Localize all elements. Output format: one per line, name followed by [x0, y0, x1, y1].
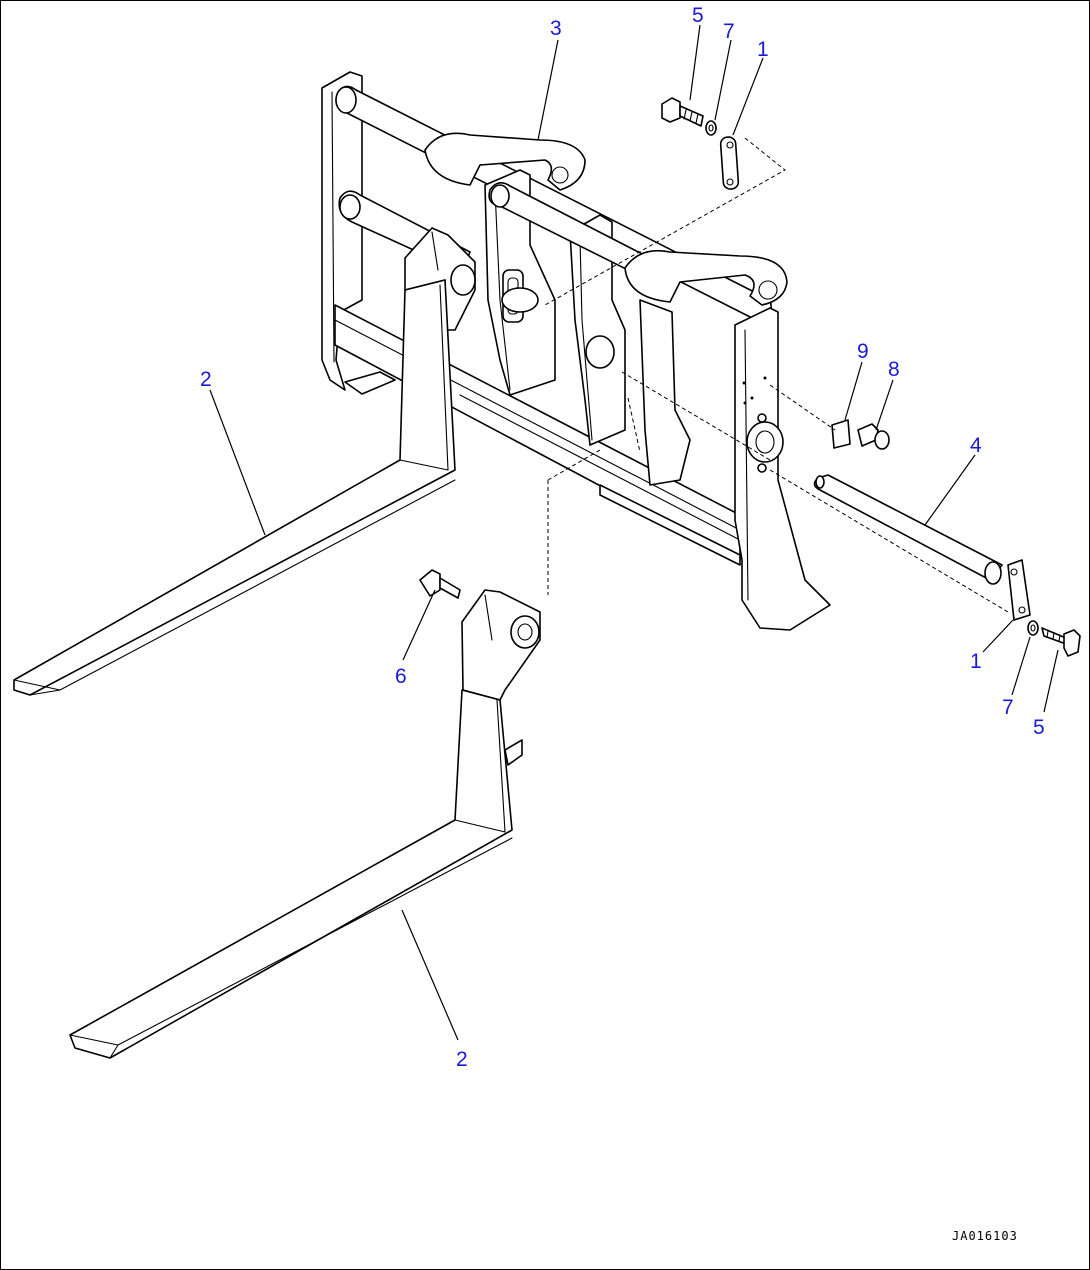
fork-tine-lower: [69, 589, 541, 1059]
shim-plate: [831, 419, 851, 449]
callout-8: 8: [888, 358, 900, 381]
bolt-fork: [419, 569, 461, 599]
callout-6: 6: [395, 665, 407, 688]
callout-2-upper: 2: [200, 368, 212, 391]
bolt-bottom: [1041, 627, 1081, 657]
fork-tine-upper: [13, 227, 476, 696]
bolt-small: [857, 423, 890, 450]
callout-2-lower: 2: [456, 1048, 468, 1071]
pin-shaft: [813, 474, 1003, 585]
callout-5-bottom: 5: [1033, 716, 1045, 739]
bolt-top: [661, 97, 704, 127]
callout-3: 3: [550, 17, 562, 40]
callout-9: 9: [857, 340, 869, 363]
drawing-number: JA016103: [952, 1229, 1018, 1243]
washer-top: [705, 120, 717, 136]
fork-carriage-frame: [321, 71, 831, 631]
callout-1-bottom: 1: [970, 650, 982, 673]
lock-plate-bottom: [1007, 559, 1031, 621]
lock-plate-top: [719, 136, 740, 190]
callout-1-top: 1: [757, 38, 769, 61]
callout-7-bottom: 7: [1002, 696, 1014, 719]
callout-7-top: 7: [723, 20, 735, 43]
washer-bottom: [1027, 620, 1039, 636]
callouts: 5 7 1 3 2 9 8 4 6 1 7 5 2: [200, 4, 1045, 1071]
assembly-lines: [544, 137, 1009, 613]
callout-5-top: 5: [692, 4, 704, 27]
callout-4: 4: [970, 434, 982, 457]
leader-lines: [209, 24, 1059, 1041]
